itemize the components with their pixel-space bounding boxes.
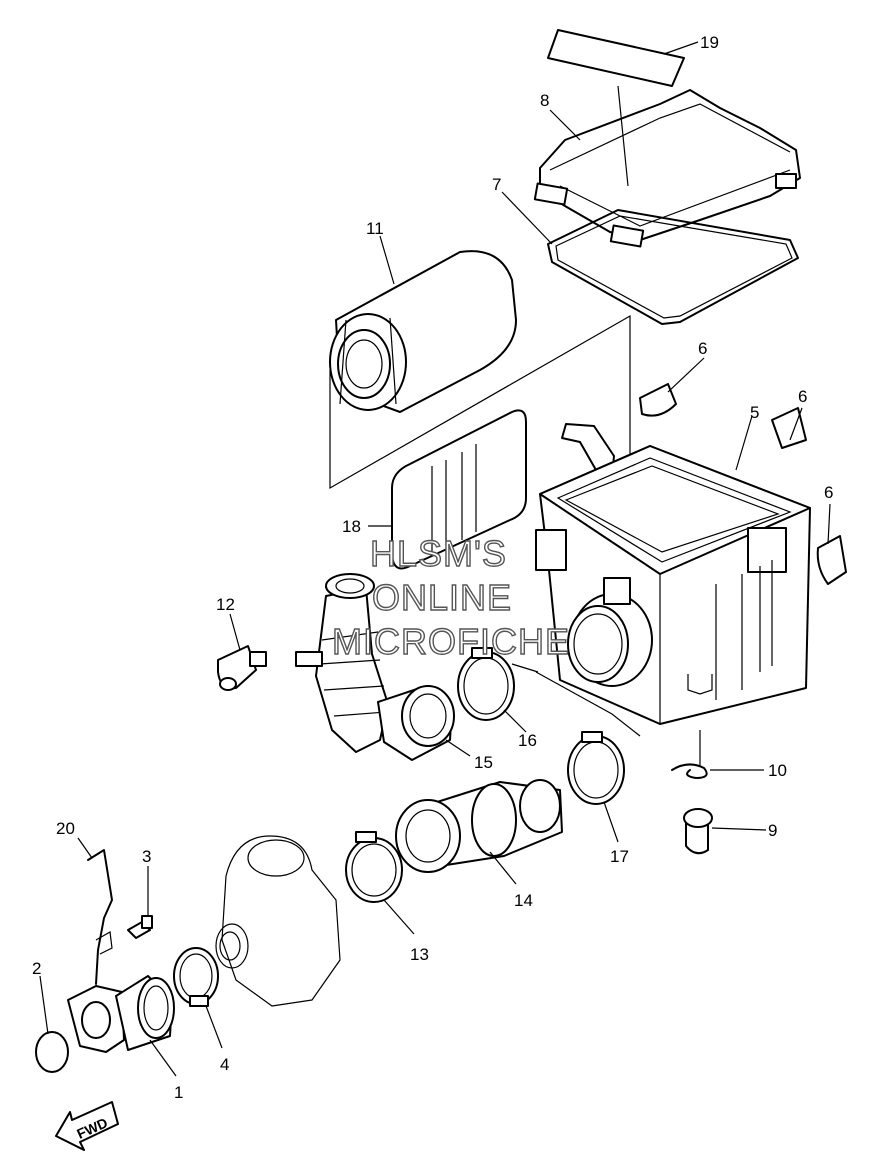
part-3-screw [127,915,153,939]
callout-18: 18 [342,517,361,536]
watermark-line-2: ONLINE [372,577,512,618]
watermark-line-1: HLSM'S [370,533,507,574]
callout-9: 9 [711,821,777,840]
part-13-clamp [345,831,403,903]
callout-1: 1 [149,1039,183,1102]
callout-2-label: 2 [32,959,41,978]
part-5-filter-case [535,423,811,725]
watermark: HLSM'S ONLINE MICROFICHE [331,532,570,662]
callout-14-label: 14 [514,891,533,910]
part-1-carburetor-joint [67,975,175,1053]
callout-2: 2 [32,959,49,1035]
part-11-filter-element [329,250,517,413]
part-8-case-cap [533,85,801,248]
callout-4: 4 [205,1005,229,1074]
callout-6c-label: 6 [824,483,833,502]
callout-6b: 6 [789,387,807,441]
part-20-hose-holder [87,849,113,985]
part-12-elbow [217,645,267,691]
callout-6b-label: 6 [798,387,807,406]
callout-9-label: 9 [768,821,777,840]
part-6-clip-a [639,383,677,417]
callout-5-label: 5 [750,403,759,422]
callout-14: 14 [489,851,533,910]
callout-20: 20 [56,819,93,859]
part-15-intake-duct [295,573,455,761]
callout-8-label: 8 [540,91,549,110]
callout-17-label: 17 [610,847,629,866]
callout-16-label: 16 [518,731,537,750]
part-7-gasket [547,209,799,325]
part-16-clamp [457,647,515,721]
part-9-drain-cap [683,808,713,855]
part-10-clip [671,730,708,779]
callout-10-label: 10 [768,761,787,780]
part-19-label-sticker [547,29,685,87]
part-2-o-ring [35,1031,69,1073]
carburetor-outline [215,835,341,1007]
callout-1-label: 1 [174,1083,183,1102]
callout-10: 10 [710,761,787,780]
callout-18-label: 18 [342,517,361,536]
part-14-joint [395,779,563,873]
fwd-direction-arrow: FWD [55,1101,119,1151]
callout-12: 12 [216,595,241,651]
callout-12-label: 12 [216,595,235,614]
callout-8: 8 [540,91,581,141]
callout-13-label: 13 [410,945,429,964]
watermark-line-3: MICROFICHE [332,621,570,662]
callout-17: 17 [603,801,629,866]
callout-3: 3 [142,847,151,916]
callout-15: 15 [445,739,493,772]
callout-16: 16 [503,709,537,750]
part-17-clamp [567,731,625,805]
callout-20-label: 20 [56,819,75,838]
callout-13: 13 [383,899,429,964]
callout-6c: 6 [824,483,833,545]
callout-5: 5 [735,403,759,471]
callout-6a-label: 6 [698,339,707,358]
part-4-clamp [173,947,219,1007]
callout-7: 7 [492,175,553,245]
callout-19: 19 [663,33,719,55]
callout-4-label: 4 [220,1055,229,1074]
callout-7-label: 7 [492,175,501,194]
callout-19-label: 19 [700,33,719,52]
part-18-guide-plate [368,409,527,570]
assembly-guide-lines [329,314,641,737]
part-6-clip-c [816,535,847,585]
callout-11: 11 [366,219,395,285]
part-6-clip-b [771,407,807,449]
callout-15-label: 15 [474,753,493,772]
callout-11-label: 11 [366,219,384,238]
callout-6a: 6 [667,339,707,393]
callout-3-label: 3 [142,847,151,866]
